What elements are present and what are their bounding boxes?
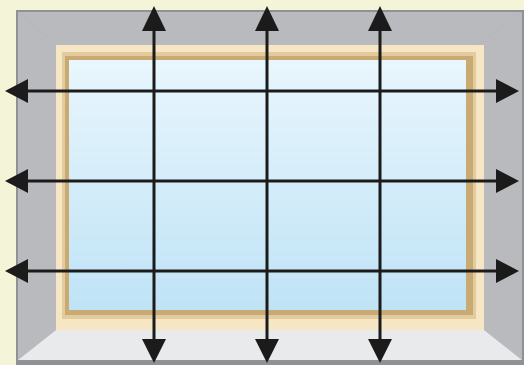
vertical-arrow-right [368,6,392,363]
vertical-arrow-left [142,6,166,363]
horizontal-arrow-bottom [5,259,519,283]
window-frame [56,45,484,330]
vertical-arrow-center [255,6,279,363]
horizontal-arrow-top [5,79,519,103]
horizontal-arrow-middle [5,169,519,193]
measurement-arrows [5,6,519,363]
